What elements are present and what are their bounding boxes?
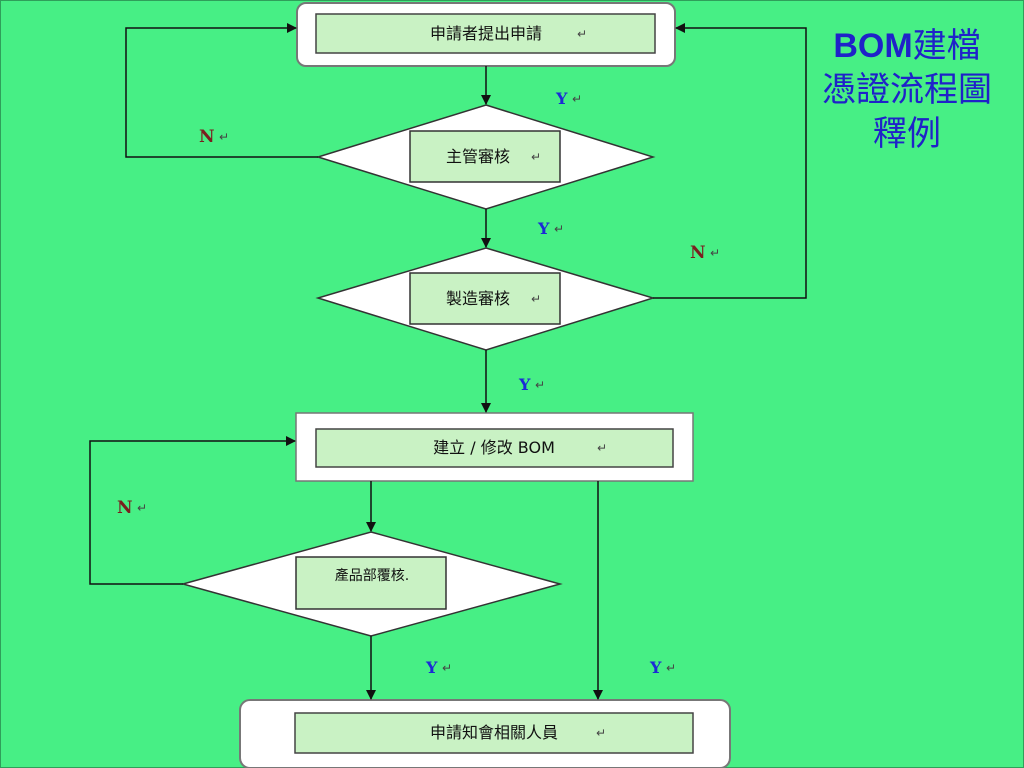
title-line-2: 憑證流程圖: [822, 70, 992, 110]
yes-label-5: Y ↵: [649, 658, 676, 677]
title-bom: BOM: [833, 27, 913, 65]
yes-label: Y: [649, 658, 662, 677]
paragraph-mark-icon: ↵: [572, 92, 582, 106]
title-line-1: BOM建檔: [802, 24, 1012, 68]
connector-manager-no-loop: [125, 23, 318, 158]
manufacture-review-node: 製造審核 ↵: [315, 247, 656, 351]
paragraph-mark-icon: ↵: [577, 27, 587, 41]
notify-node: 申請知會相關人員 ↵: [239, 699, 731, 768]
paragraph-mark-icon: ↵: [666, 661, 676, 675]
manufacture-review-label: 製造審核: [446, 289, 510, 308]
no-label: N: [117, 498, 133, 518]
slide-title: BOM建檔 憑證流程圖 釋例: [802, 24, 1012, 156]
paragraph-mark-icon: ↵: [137, 501, 147, 515]
yes-label-1: Y ↵: [555, 89, 582, 108]
paragraph-mark-icon: ↵: [531, 292, 541, 306]
manager-review-node: 主管審核 ↵: [315, 104, 656, 210]
paragraph-mark-icon: ↵: [442, 661, 452, 675]
product-review-label: 產品部覆核.: [335, 567, 409, 584]
connector-product-no-loop: [89, 436, 296, 585]
no-label-3: N ↵: [117, 498, 147, 518]
no-label-1: N ↵: [199, 127, 229, 147]
create-bom-label: 建立 / 修改 BOM: [433, 438, 555, 457]
start-node-label: 申請者提出申請: [430, 24, 542, 43]
title-line1-rest: 建檔: [912, 26, 981, 66]
paragraph-mark-icon: ↵: [531, 150, 541, 164]
notify-label: 申請知會相關人員: [430, 723, 558, 742]
yes-label: Y: [555, 89, 568, 108]
no-label-2: N ↵: [690, 243, 720, 263]
yes-label: Y: [537, 219, 550, 238]
yes-label-4: Y ↵: [425, 658, 452, 677]
connector-manufacture-no-loop: [653, 23, 807, 299]
yes-label-2: Y ↵: [537, 219, 564, 238]
paragraph-mark-icon: ↵: [710, 246, 720, 260]
product-review-node: 產品部覆核.: [180, 531, 563, 637]
create-bom-node: 建立 / 修改 BOM ↵: [295, 412, 694, 482]
title-line-3: 釋例: [873, 114, 941, 154]
paragraph-mark-icon: ↵: [219, 130, 229, 144]
paragraph-mark-icon: ↵: [554, 222, 564, 236]
no-label: N: [690, 243, 706, 263]
yes-label: Y: [425, 658, 438, 677]
paragraph-mark-icon: ↵: [596, 726, 606, 740]
manager-review-label: 主管審核: [446, 147, 510, 166]
no-label: N: [199, 127, 215, 147]
yes-label-3: Y ↵: [518, 375, 545, 394]
paragraph-mark-icon: ↵: [535, 378, 545, 392]
yes-label: Y: [518, 375, 531, 394]
start-node: 申請者提出申請 ↵: [296, 2, 676, 67]
paragraph-mark-icon: ↵: [597, 441, 607, 455]
